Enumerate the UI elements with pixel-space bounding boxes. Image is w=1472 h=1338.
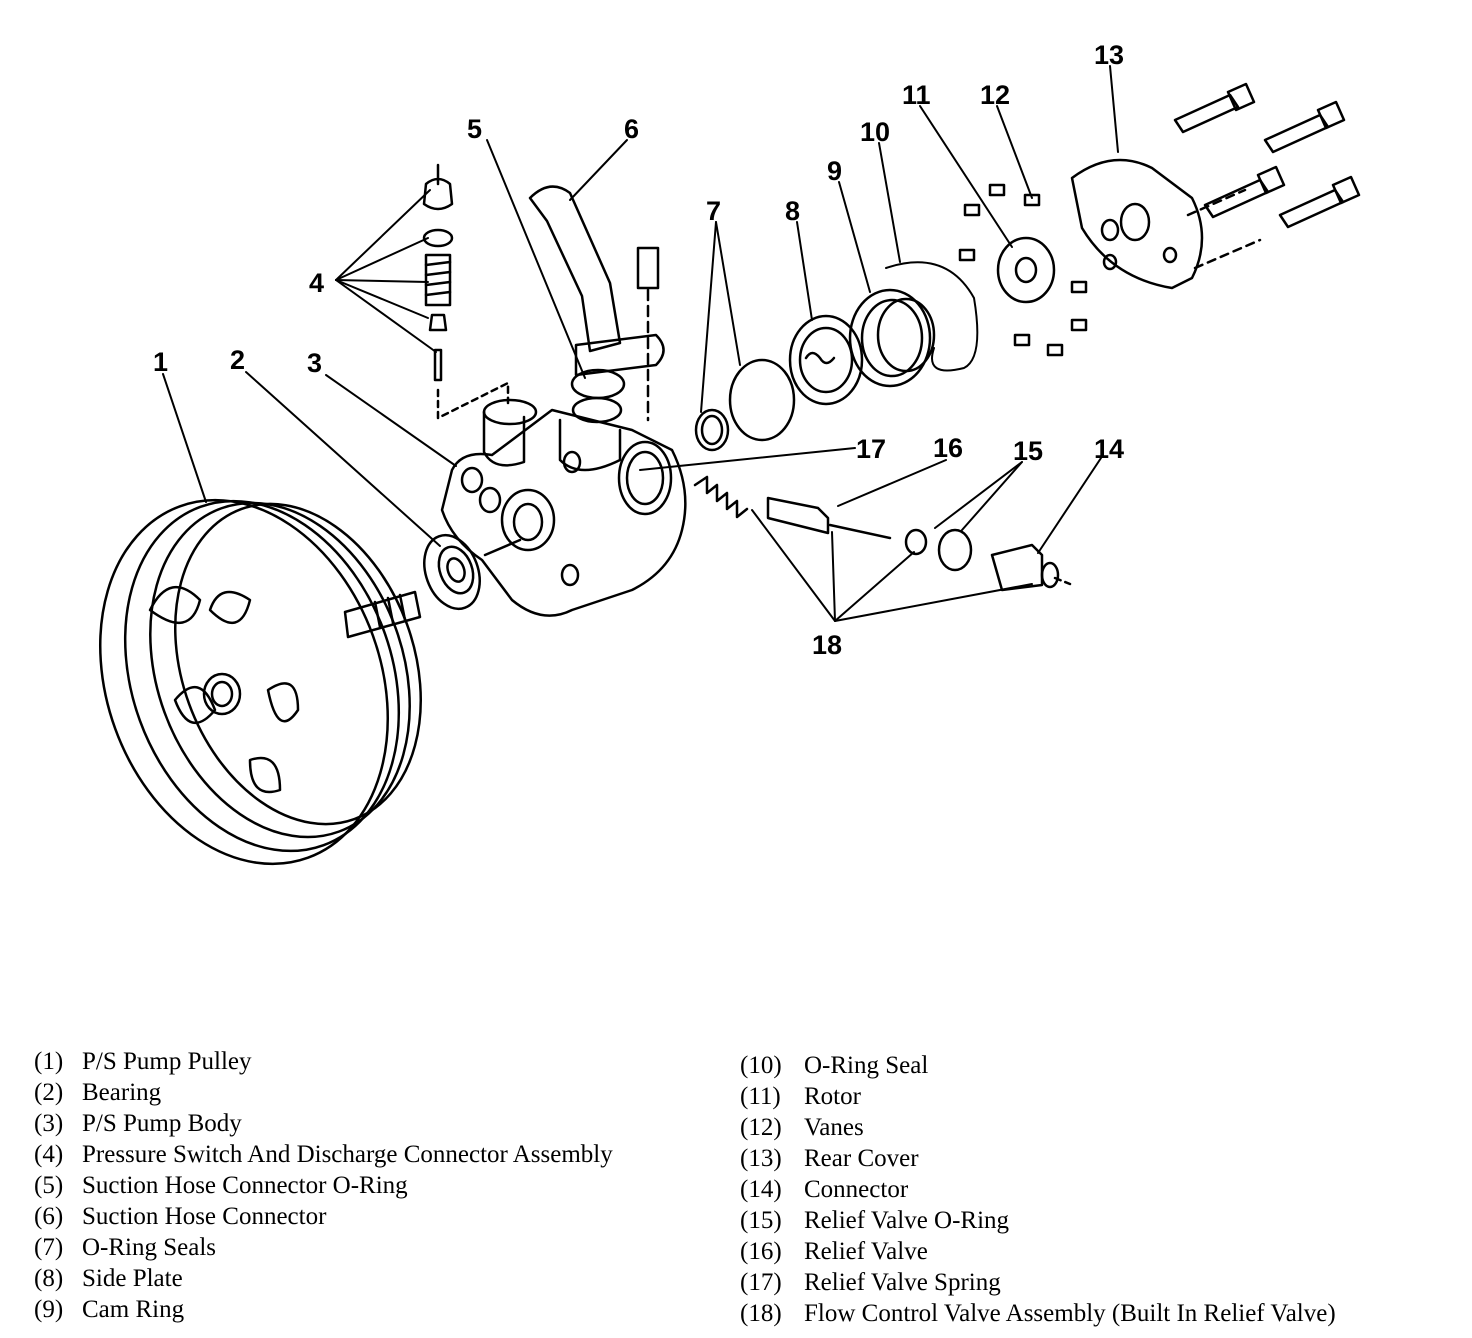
legend-label: P/S Pump Pulley: [82, 1048, 252, 1075]
callout-1: 1: [153, 347, 168, 377]
legend-item: (9) Cam Ring: [34, 1294, 613, 1325]
legend-number: (14): [740, 1176, 782, 1203]
side-plate-drawing: [788, 314, 864, 406]
callout-7: 7: [706, 196, 721, 226]
legend-number: (3): [34, 1110, 64, 1137]
legend-label: Vanes: [804, 1114, 864, 1141]
callout-11: 11: [902, 80, 931, 110]
callout-10: 10: [860, 117, 890, 147]
legend-number: (1): [34, 1048, 64, 1075]
connector-drawing: [990, 543, 1072, 592]
legend-item: (18) Flow Control Valve Assembly (Built I…: [740, 1298, 1336, 1329]
legend-number: (16): [740, 1238, 782, 1265]
legend-label: Suction Hose Connector: [82, 1203, 327, 1230]
callout-17: 17: [856, 434, 886, 464]
legend-label: Suction Hose Connector O-Ring: [82, 1172, 408, 1199]
pulley-drawing: [99, 498, 422, 866]
callout-18: 18: [812, 630, 842, 660]
legend-number: (9): [34, 1296, 64, 1323]
cam-ring-drawing: [848, 288, 936, 388]
callout-4: 4: [309, 268, 324, 298]
legend-label: Relief Valve Spring: [804, 1269, 1001, 1296]
callout-8: 8: [785, 196, 800, 226]
legend-item: (7) O-Ring Seals: [34, 1232, 613, 1263]
callout-13: 13: [1094, 40, 1124, 70]
legend-label: Relief Valve O-Ring: [804, 1207, 1010, 1234]
legend-item: (13) Rear Cover: [740, 1143, 1336, 1174]
legend-right-column: (10) O-Ring Seal (11) Rotor (12) Vanes (13)…: [740, 1050, 1336, 1329]
legend-number: (7): [34, 1234, 64, 1261]
legend-number: (13): [740, 1145, 782, 1172]
callout-15: 15: [1013, 436, 1043, 466]
legend-label: P/S Pump Body: [82, 1110, 242, 1137]
legend-number: (17): [740, 1269, 782, 1296]
callout-labels: 1 2 3 4 5 6 7 8 9 10 11 12 13 14 15 16 1…: [153, 40, 1124, 660]
pump-body-drawing: [440, 396, 687, 617]
exploded-view-diagram: 1 2 3 4 5 6 7 8 9 10 11 12 13 14 15 16 1…: [99, 40, 1361, 866]
legend-number: (18): [740, 1300, 782, 1327]
legend-label: Bearing: [82, 1079, 162, 1106]
legend-number: (15): [740, 1207, 782, 1234]
relief-valve-drawing: [766, 496, 892, 540]
callout-6: 6: [624, 114, 639, 144]
o-ring-seals-drawing: [694, 358, 796, 452]
legend-item: (6) Suction Hose Connector: [34, 1201, 613, 1232]
relief-valve-spring-drawing: [693, 475, 749, 519]
legend-item: (1) P/S Pump Pulley: [34, 1046, 613, 1077]
legend-item: (10) O-Ring Seal: [740, 1050, 1336, 1081]
legend-label: Connector: [804, 1176, 909, 1203]
legend-item: (2) Bearing: [34, 1077, 613, 1108]
legend-number: (5): [34, 1172, 64, 1199]
relief-valve-o-ring-drawing: [904, 528, 973, 572]
legend-item: (16) Relief Valve: [740, 1236, 1336, 1267]
legend-item: (14) Connector: [740, 1174, 1336, 1205]
legend-item: (12) Vanes: [740, 1112, 1336, 1143]
legend-item: (4) Pressure Switch And Discharge Connect…: [34, 1139, 613, 1170]
legend-number: (12): [740, 1114, 782, 1141]
legend-item: (8) Side Plate: [34, 1263, 613, 1294]
leader-lines: [162, 65, 1119, 622]
legend-label: Rotor: [804, 1083, 861, 1110]
rotor-vanes-drawing: [958, 183, 1088, 357]
legend-number: (6): [34, 1203, 64, 1230]
callout-14: 14: [1094, 434, 1124, 464]
legend-number: (11): [740, 1083, 781, 1110]
legend-number: (10): [740, 1052, 782, 1079]
legend-item: (3) P/S Pump Body: [34, 1108, 613, 1139]
legend-item: (5) Suction Hose Connector O-Ring: [34, 1170, 613, 1201]
callout-9: 9: [827, 156, 842, 186]
rear-cover-drawing: [1070, 82, 1361, 290]
pressure-switch-drawing: [422, 163, 510, 420]
callout-3: 3: [307, 348, 322, 378]
legend-number: (2): [34, 1079, 64, 1106]
suction-connector-drawing: [528, 185, 665, 422]
legend-left-column: (1) P/S Pump Pulley (2) Bearing (3) P/S Pum…: [34, 1046, 613, 1325]
legend-number: (4): [34, 1141, 64, 1168]
o-ring-seal-drawing: [885, 261, 979, 372]
bearing-drawing: [423, 533, 522, 611]
callout-16: 16: [933, 433, 963, 463]
legend-item: (17) Relief Valve Spring: [740, 1267, 1336, 1298]
legend-label: Rear Cover: [804, 1145, 919, 1172]
legend-label: O-Ring Seals: [82, 1234, 217, 1261]
legend-label: Cam Ring: [82, 1296, 185, 1323]
callout-12: 12: [980, 80, 1010, 110]
legend-item: (11) Rotor: [740, 1081, 1336, 1112]
legend-number: (8): [34, 1265, 64, 1292]
legend-label: Relief Valve: [804, 1238, 928, 1265]
legend-label: Side Plate: [82, 1265, 183, 1292]
legend-label: Pressure Switch And Discharge Connector …: [82, 1141, 613, 1168]
legend-item: (15) Relief Valve O-Ring: [740, 1205, 1336, 1236]
callout-2: 2: [230, 345, 245, 375]
legend-label: O-Ring Seal: [804, 1052, 929, 1079]
callout-5: 5: [467, 114, 482, 144]
legend-label: Flow Control Valve Assembly (Built In Re…: [804, 1300, 1336, 1327]
